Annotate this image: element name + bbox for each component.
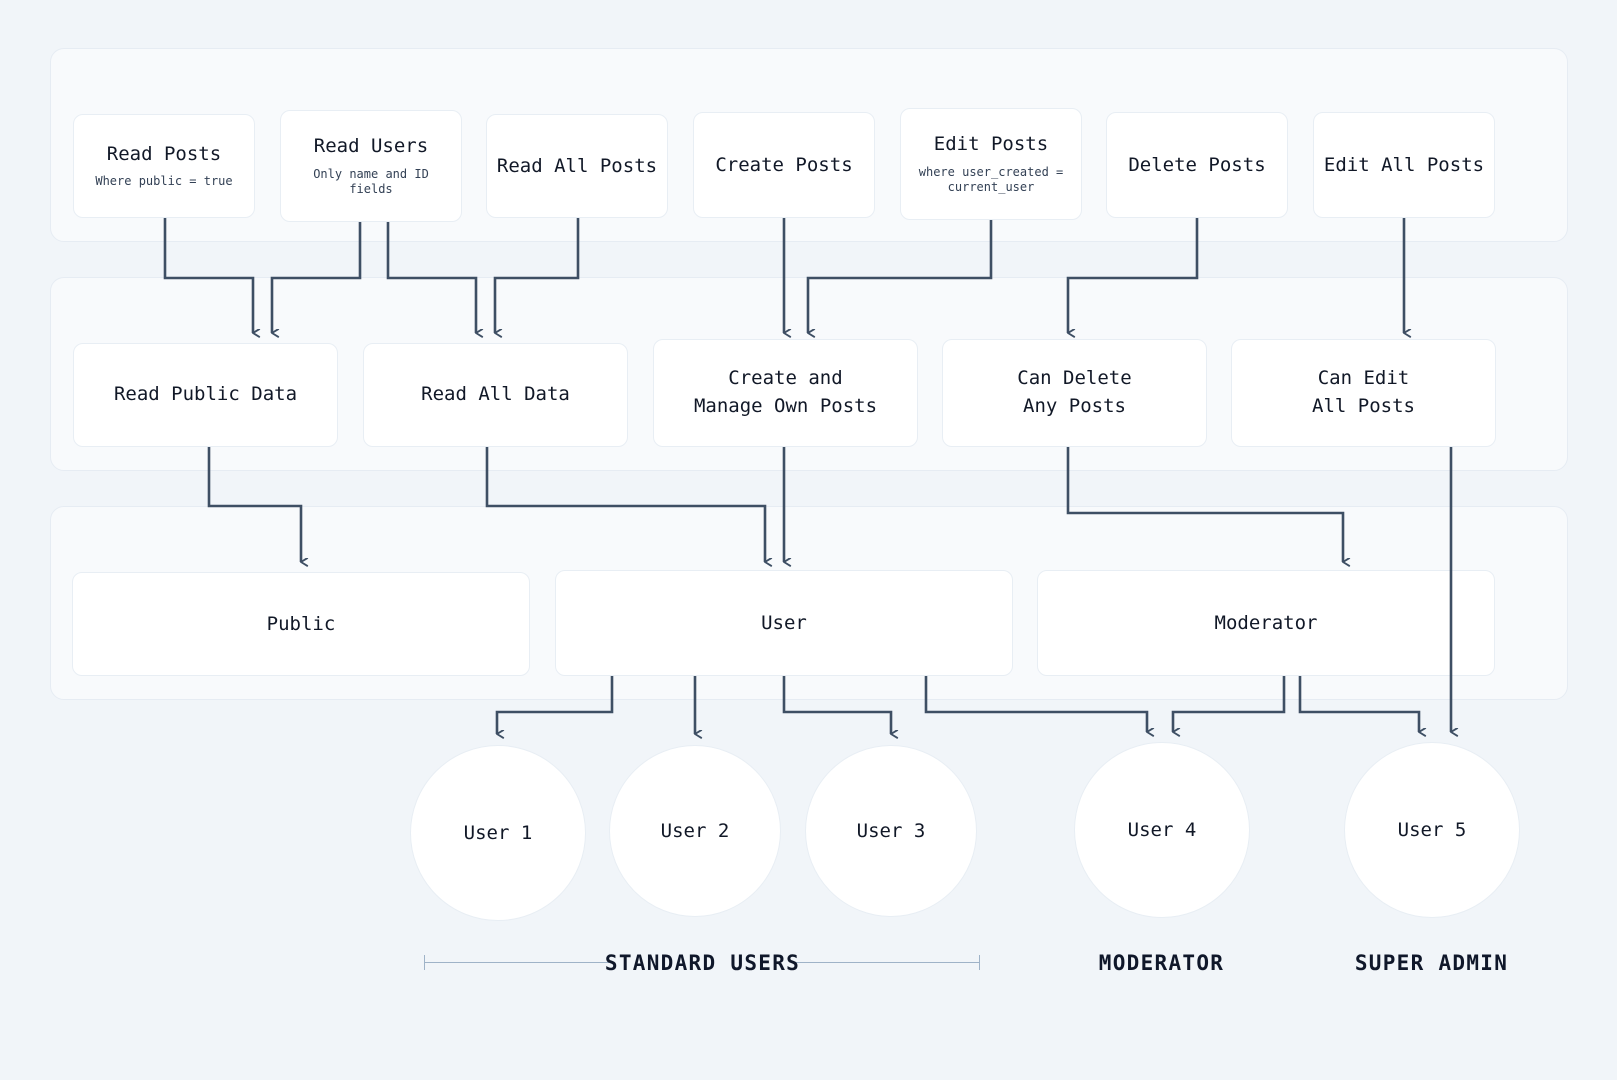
user-label: User 1 xyxy=(463,822,533,844)
bracket-tick-right xyxy=(979,955,980,970)
permission-title: Read All Posts xyxy=(496,154,658,177)
policy-card-create-manage-own-posts[interactable]: Create and Manage Own Posts xyxy=(653,339,918,447)
permission-card-read-users[interactable]: Read Users Only name and ID fields xyxy=(280,110,462,222)
user-circle-4[interactable]: User 4 xyxy=(1074,742,1250,918)
role-card-moderator[interactable]: Moderator xyxy=(1037,570,1495,676)
policy-card-can-delete-any-posts[interactable]: Can Delete Any Posts xyxy=(942,339,1207,447)
user-circle-1[interactable]: User 1 xyxy=(410,745,586,921)
permission-title: Create Posts xyxy=(715,153,853,176)
bracket-line-right xyxy=(795,962,980,963)
permission-subtitle: Where public = true xyxy=(95,174,233,189)
bracket-tick-left xyxy=(424,955,425,970)
permission-card-read-all-posts[interactable]: Read All Posts xyxy=(486,114,668,218)
permission-card-delete-posts[interactable]: Delete Posts xyxy=(1106,112,1288,218)
group-label-super-admin: SUPER ADMIN xyxy=(1354,951,1509,975)
permission-subtitle: where user_created = current_user xyxy=(918,164,1064,194)
permission-title: Edit Posts xyxy=(933,133,1049,156)
user-label: User 3 xyxy=(856,820,926,842)
group-label-standard-users: STANDARD USERS xyxy=(604,951,801,975)
permission-card-create-posts[interactable]: Create Posts xyxy=(693,112,875,218)
policy-title: Can Delete Any Posts xyxy=(1017,367,1132,417)
policy-title: Read All Data xyxy=(421,383,570,406)
standard-users-bracket xyxy=(424,955,980,976)
permission-title: Read Users xyxy=(313,135,429,158)
permission-card-edit-all-posts[interactable]: Edit All Posts xyxy=(1313,112,1495,218)
permission-card-read-posts[interactable]: Read Posts Where public = true xyxy=(73,114,255,218)
user-circle-5[interactable]: User 5 xyxy=(1344,742,1520,918)
user-label: User 5 xyxy=(1397,819,1467,841)
permission-title: Edit All Posts xyxy=(1323,153,1485,176)
role-card-user[interactable]: User xyxy=(555,570,1013,676)
policy-title: Can Edit All Posts xyxy=(1312,367,1415,417)
role-title: User xyxy=(761,611,807,634)
user-label: User 4 xyxy=(1127,819,1197,841)
policy-title: Create and Manage Own Posts xyxy=(693,367,878,417)
policy-card-read-public-data[interactable]: Read Public Data xyxy=(73,343,338,447)
user-circle-2[interactable]: User 2 xyxy=(609,745,781,917)
role-card-public[interactable]: Public xyxy=(72,572,530,676)
role-title: Moderator xyxy=(1214,611,1318,634)
role-title: Public xyxy=(266,612,336,635)
user-circle-3[interactable]: User 3 xyxy=(805,745,977,917)
permission-title: Read Posts xyxy=(106,142,222,165)
group-label-moderator: MODERATOR xyxy=(1098,951,1225,975)
user-label: User 2 xyxy=(660,820,730,842)
policy-card-can-edit-all-posts[interactable]: Can Edit All Posts xyxy=(1231,339,1496,447)
policy-title: Read Public Data xyxy=(113,383,298,406)
policy-card-read-all-data[interactable]: Read All Data xyxy=(363,343,628,447)
permission-card-edit-posts[interactable]: Edit Posts where user_created = current_… xyxy=(900,108,1082,220)
bracket-line-left xyxy=(424,962,609,963)
permission-title: Delete Posts xyxy=(1128,153,1266,176)
permission-subtitle: Only name and ID fields xyxy=(313,166,429,196)
